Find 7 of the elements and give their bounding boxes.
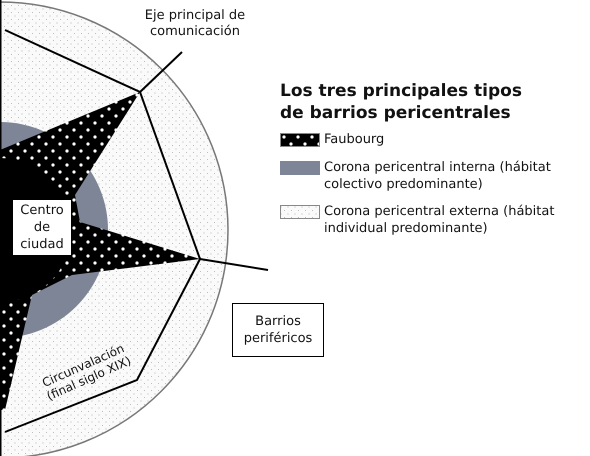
periphery-box: Barrios periféricos <box>232 303 324 357</box>
legend-title: Los tres principales tipos de barrios pericentrales <box>280 80 523 124</box>
legend-text: Corona pericentral interna (hábitat colectivo predominante) <box>324 159 552 193</box>
legend-text: Faubourg <box>324 131 386 148</box>
road-label: Eje principal de comunicación <box>144 8 246 40</box>
legend-text: Corona pericentral externa (hábitat individual predominante) <box>324 203 556 237</box>
city-centre-box: Centro de ciudad <box>13 200 71 255</box>
